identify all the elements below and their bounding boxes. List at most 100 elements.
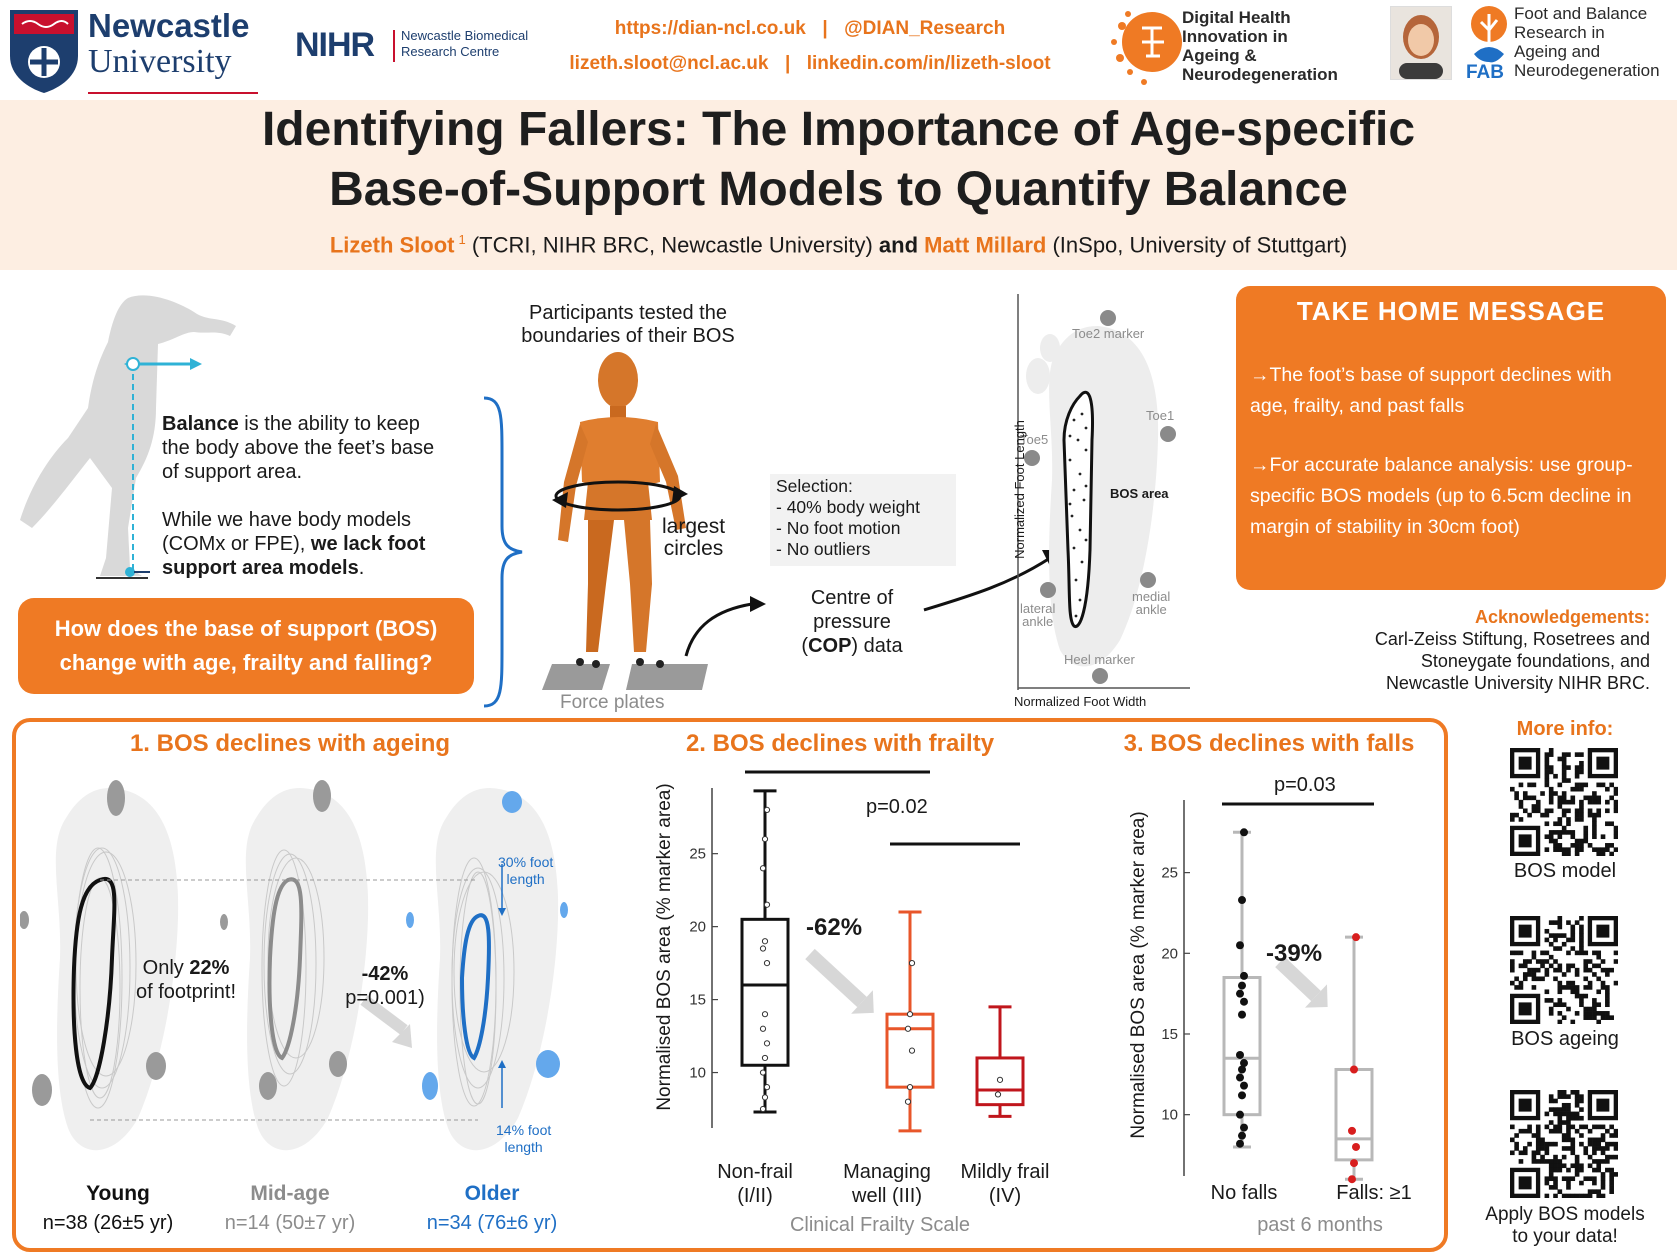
- data-point: [1350, 1065, 1358, 1074]
- logo-underline: [88, 92, 258, 94]
- frailty-cat-1-line2: (I/II): [737, 1185, 773, 1207]
- frailty-xlabel: Clinical Frailty Scale: [789, 1214, 971, 1236]
- data-point: [759, 945, 767, 952]
- data-point: [904, 1098, 912, 1105]
- selection-item-2: - No foot motion: [776, 518, 901, 538]
- participants-line2: boundaries of their BOS: [521, 325, 735, 347]
- ack-line2: Stoneygate foundations, and: [1420, 651, 1650, 671]
- ack-line3: Newcastle University NIHR BRC.: [1385, 673, 1650, 693]
- frailty-cat-1: Non-frail (I/II): [690, 1160, 820, 1208]
- models-text: While we have body models (COMx or FPE),: [162, 509, 412, 555]
- data-point: [1240, 828, 1248, 837]
- data-point: [763, 1084, 771, 1091]
- selection-item-1: - 40% body weight: [776, 497, 920, 517]
- medial-line2: ankle: [1135, 602, 1167, 617]
- ageing-decline: -42%p=0.001): [330, 962, 440, 1010]
- data-point: [761, 938, 769, 945]
- foot-marker-diagram: [1017, 294, 1190, 690]
- qr-label-apply-line2: to your data!: [1512, 1226, 1618, 1247]
- separator: |: [822, 18, 828, 39]
- box-iqr: [975, 1056, 1025, 1107]
- data-point: [1238, 1065, 1246, 1074]
- uni-name-line2: University: [88, 43, 232, 80]
- data-point: [1238, 1010, 1246, 1019]
- data-point: [1236, 941, 1244, 950]
- take-home-text-2: For accurate balance analysis: use group…: [1250, 454, 1633, 538]
- dian-line3: Ageing &: [1182, 46, 1257, 65]
- balance-definition-text: is the ability to keep the body above th…: [162, 413, 435, 483]
- linkedin-link[interactable]: linkedin.com/in/lizeth-sloot: [806, 53, 1051, 74]
- panel1-title: 1. BOS declines with ageing: [129, 730, 451, 757]
- data-point: [1240, 997, 1248, 1006]
- force-plates-label: Force plates: [560, 692, 665, 713]
- nihr-divider: [393, 30, 395, 62]
- qr-code-bos-ageing[interactable]: [1510, 916, 1619, 1025]
- qr-label-bos-model: BOS model: [1513, 860, 1617, 882]
- qr-code-bos-model[interactable]: [1510, 748, 1619, 857]
- y-tick-label: 10: [689, 1065, 706, 1082]
- qr-code-apply-models[interactable]: [1510, 1090, 1619, 1199]
- contact-row-1: https://dian-ncl.co.uk | @DIAN_Research: [560, 18, 1060, 40]
- data-point: [763, 806, 771, 813]
- participants-caption: Participants tested the boundaries of th…: [480, 302, 776, 348]
- frailty-cat-3-line1: Mildly frail: [960, 1161, 1050, 1183]
- results-frame: [12, 718, 1448, 1252]
- participants-line1: Participants tested the: [529, 302, 727, 324]
- cop-line2: pressure: [813, 611, 891, 633]
- balance-definition: Balance is the ability to keep the body …: [162, 412, 452, 484]
- y-tick-label: 15: [1161, 1026, 1178, 1043]
- nihr-brc-logo: NIHR Newcastle Biomedical Research Centr…: [295, 26, 545, 66]
- data-point: [759, 1105, 767, 1113]
- data-point: [906, 1084, 914, 1091]
- lateral-ankle-label: lateral ankle: [1020, 602, 1055, 628]
- data-point: [908, 960, 916, 967]
- data-point: [1236, 989, 1244, 998]
- data-point: [908, 1047, 916, 1054]
- take-home-box: TAKE HOME MESSAGE →The foot’s base of su…: [1236, 286, 1666, 590]
- poster-title-line2: Base-of-Support Models to Quantify Balan…: [329, 163, 1348, 216]
- fab-line2: Research in: [1514, 23, 1605, 42]
- twitter-link[interactable]: @DIAN_Research: [844, 18, 1006, 39]
- email-link[interactable]: lizeth.sloot@ncl.ac.uk: [569, 53, 769, 74]
- only-text: Only: [142, 957, 190, 979]
- foot-length-14-line2: length: [504, 1139, 543, 1155]
- falls-cat-1: No falls: [1210, 1182, 1278, 1204]
- falls-pvalue: p=0.03: [1274, 774, 1336, 796]
- separator: |: [784, 53, 791, 74]
- y-tick-label: 25: [689, 846, 706, 863]
- tree-foot-icon: [1471, 6, 1507, 63]
- ageing-decline-pct: -42%: [361, 963, 409, 985]
- acknowledgements: Acknowledgements: Carl-Zeiss Stiftung, R…: [1260, 606, 1650, 694]
- arrow-right-icon: →: [1250, 454, 1270, 476]
- author-photo: [1390, 6, 1452, 80]
- data-point: [763, 1040, 771, 1047]
- y-tick-label: 20: [689, 919, 706, 936]
- website-link[interactable]: https://dian-ncl.co.uk: [614, 18, 806, 39]
- take-home-text-1: The foot’s base of support declines with…: [1250, 364, 1612, 417]
- y-tick-label: 15: [689, 992, 706, 1009]
- data-point: [1240, 1081, 1248, 1090]
- dian-text: Digital Health Innovation in Ageing & Ne…: [1182, 8, 1338, 84]
- data-point: [994, 1091, 1002, 1098]
- frailty-pvalue: p=0.02: [866, 796, 928, 818]
- selection-box: Selection: - 40% body weight - No foot m…: [770, 474, 956, 566]
- data-point: [1348, 1126, 1356, 1135]
- poster-title-line1: Identifying Fallers: The Importance of A…: [261, 103, 1416, 156]
- lateral-line1: lateral: [1020, 601, 1056, 616]
- largest-line2: circles: [663, 537, 724, 560]
- research-question: How does the base of support (BOS) chang…: [54, 616, 438, 675]
- title-band: [0, 100, 1677, 270]
- midage-bos-outline: [267, 877, 304, 1061]
- data-point: [1352, 933, 1360, 942]
- data-point: [996, 1076, 1004, 1083]
- data-point: [1240, 1123, 1248, 1132]
- person-portrait-icon: [1391, 7, 1451, 79]
- arrow-right-icon: →: [1250, 364, 1270, 386]
- cop-bold: COP: [808, 635, 852, 657]
- qr-code-icon: [1510, 1090, 1619, 1199]
- young-bos-outline: [71, 876, 117, 1091]
- data-point: [761, 1011, 769, 1018]
- y-tick-label: 10: [1161, 1107, 1178, 1124]
- affiliation-1: (TCRI, NIHR BRC, Newcastle University): [465, 232, 879, 258]
